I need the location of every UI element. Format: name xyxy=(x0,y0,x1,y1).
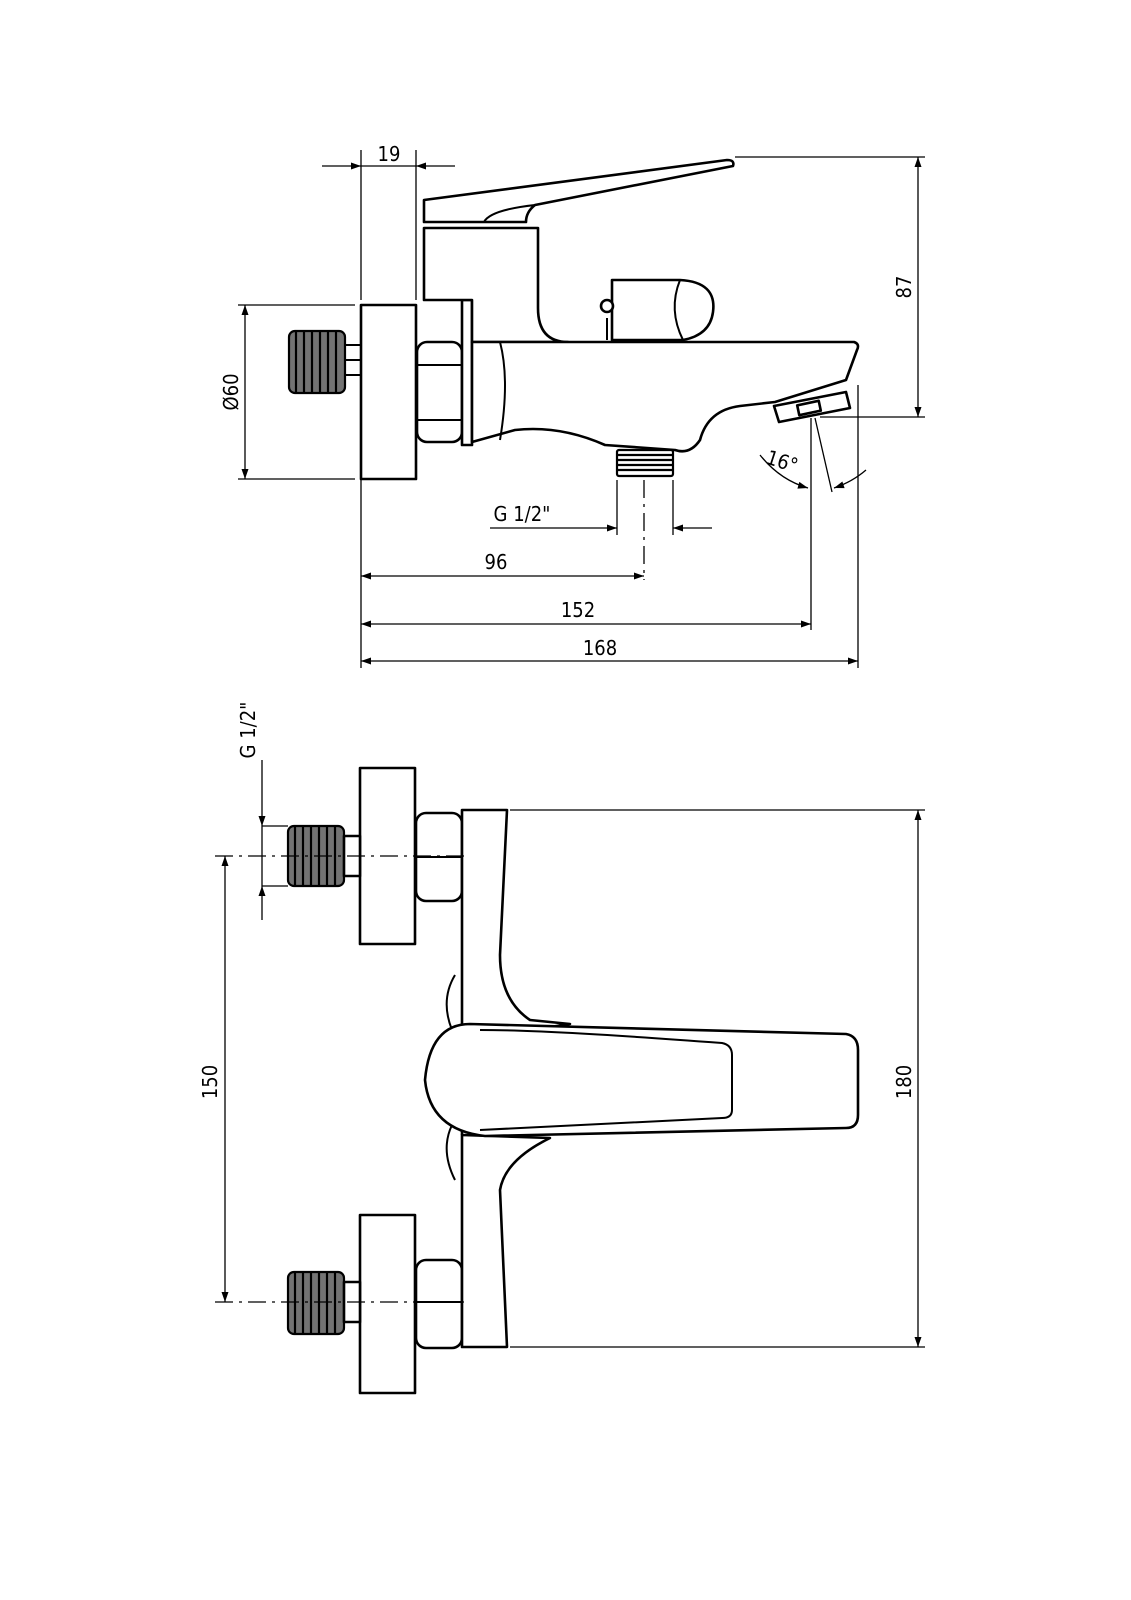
dim-flange-diameter: Ø60 xyxy=(219,373,243,410)
outlet-thread-side xyxy=(615,448,675,478)
lever-handle-front xyxy=(423,1022,860,1138)
cartridge-housing xyxy=(422,226,570,344)
lever-handle-side xyxy=(422,158,735,224)
side-view: 19 Ø60 87 16° G 1/2" 96 152 168 xyxy=(219,142,925,668)
dim-overall-height: 180 xyxy=(892,1065,916,1099)
front-body-upper xyxy=(460,808,572,1042)
wall-flange xyxy=(359,303,418,481)
body-coupling xyxy=(460,298,474,447)
dim-overall-length: 168 xyxy=(583,636,617,660)
dim-height: 87 xyxy=(892,276,916,299)
diverter-knob xyxy=(610,278,715,342)
lower-hex-nut xyxy=(414,1258,464,1350)
inlet-thread-side xyxy=(287,329,361,395)
dim-outlet-position: 96 xyxy=(485,550,508,574)
lower-inlet-thread xyxy=(286,1270,362,1336)
dim-spout-reach: 152 xyxy=(561,598,595,622)
upper-hex-nut xyxy=(414,811,464,903)
dim-flange-thickness: 19 xyxy=(378,142,401,166)
front-view: G 1/2" 150 180 xyxy=(198,702,925,1395)
dim-inlet-spacing: 150 xyxy=(198,1065,222,1099)
hex-nut-side xyxy=(415,340,464,444)
lower-flange xyxy=(358,1213,417,1395)
front-body-lower xyxy=(460,1133,552,1349)
dim-spout-angle: 16° xyxy=(763,445,801,478)
dim-outlet-thread: G 1/2" xyxy=(494,502,551,526)
spout-body xyxy=(470,340,860,453)
dim-inlet-thread: G 1/2" xyxy=(236,702,260,759)
